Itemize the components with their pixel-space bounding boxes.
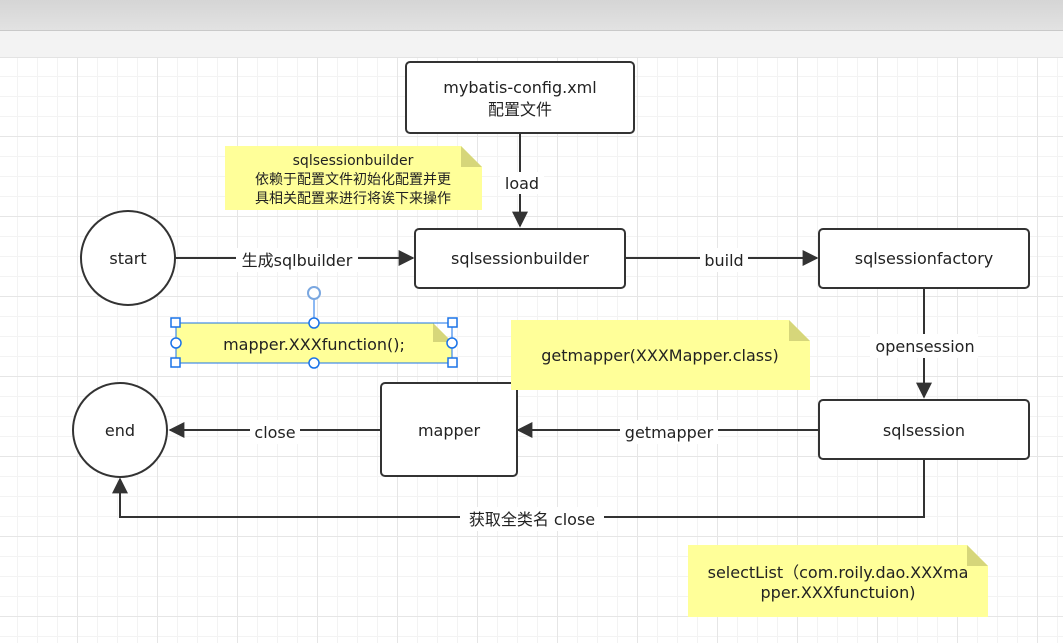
config-file-name: mybatis-config.xml [443, 78, 596, 97]
edge-label-generate: 生成sqlbuilder [242, 251, 353, 270]
note-mapper-function-text: mapper.XXXfunction(); [223, 335, 405, 354]
edge-getmapper[interactable]: getmapper [516, 420, 820, 444]
edge-label-getmapper: getmapper [625, 423, 714, 442]
edge-build[interactable]: build [625, 248, 819, 272]
resize-handle-nw[interactable] [170, 317, 181, 328]
edge-label-load: load [505, 174, 539, 193]
end-label: end [105, 421, 135, 440]
note-selectlist[interactable]: selectList（com.roily.dao.XXXma pper.XXXf… [688, 545, 988, 617]
tab-strip [0, 31, 1063, 58]
note-selected-mapper-function[interactable]: mapper.XXXfunction(); [176, 323, 452, 363]
config-file-caption: 配置文件 [488, 100, 552, 119]
node-start[interactable]: start [80, 210, 176, 306]
note-builder-line3: 具相关配置来进行将诶下来操作 [255, 191, 451, 207]
edge-label-close: close [254, 423, 295, 442]
node-sqlsession[interactable]: sqlsession [818, 399, 1030, 460]
note-builder-line2: 依赖于配置文件初始化配置并更 [255, 171, 451, 188]
edge-label-opensession: opensession [875, 337, 974, 356]
note-getmapper[interactable]: getmapper(XXXMapper.class) [511, 320, 810, 390]
sqlsessionbuilder-label: sqlsessionbuilder [451, 249, 589, 268]
sqlsessionfactory-label: sqlsessionfactory [855, 249, 994, 268]
edge-close[interactable]: close [168, 420, 380, 444]
selection-handles[interactable] [170, 286, 458, 369]
node-sqlsessionbuilder[interactable]: sqlsessionbuilder [414, 228, 626, 289]
note-selectlist-line2: pper.XXXfunctuion) [761, 583, 916, 602]
node-mapper[interactable]: mapper [380, 382, 518, 477]
edge-fqn-close[interactable]: 获取全类名 close [112, 460, 925, 531]
edge-load[interactable]: load [500, 133, 544, 228]
note-builder-title: sqlsessionbuilder [293, 153, 414, 169]
resize-handle-se[interactable] [447, 357, 458, 368]
mapper-label: mapper [418, 421, 481, 440]
resize-handle-s[interactable] [308, 357, 320, 369]
edge-generate-builder[interactable]: 生成sqlbuilder [176, 248, 415, 272]
resize-handle-w[interactable] [170, 337, 182, 349]
edge-opensession[interactable]: opensession [870, 289, 978, 399]
start-label: start [109, 249, 146, 268]
note-sqlsessionbuilder[interactable]: sqlsessionbuilder 依赖于配置文件初始化配置并更 具相关配置来进… [225, 146, 482, 210]
resize-handle-ne[interactable] [447, 317, 458, 328]
note-getmapper-text: getmapper(XXXMapper.class) [541, 346, 778, 365]
resize-handle-n[interactable] [308, 317, 320, 329]
sqlsession-label: sqlsession [883, 421, 965, 440]
edge-label-build: build [704, 251, 743, 270]
resize-handle-e[interactable] [446, 337, 458, 349]
rotate-handle[interactable] [307, 286, 321, 300]
node-end[interactable]: end [72, 382, 168, 478]
window-toolbar [0, 0, 1063, 31]
node-config-file[interactable]: mybatis-config.xml 配置文件 [405, 61, 635, 134]
note-selectlist-line1: selectList（com.roily.dao.XXXma [708, 563, 969, 582]
resize-handle-sw[interactable] [170, 357, 181, 368]
node-sqlsessionfactory[interactable]: sqlsessionfactory [818, 228, 1030, 289]
edge-label-fqn-close: 获取全类名 close [469, 510, 595, 529]
